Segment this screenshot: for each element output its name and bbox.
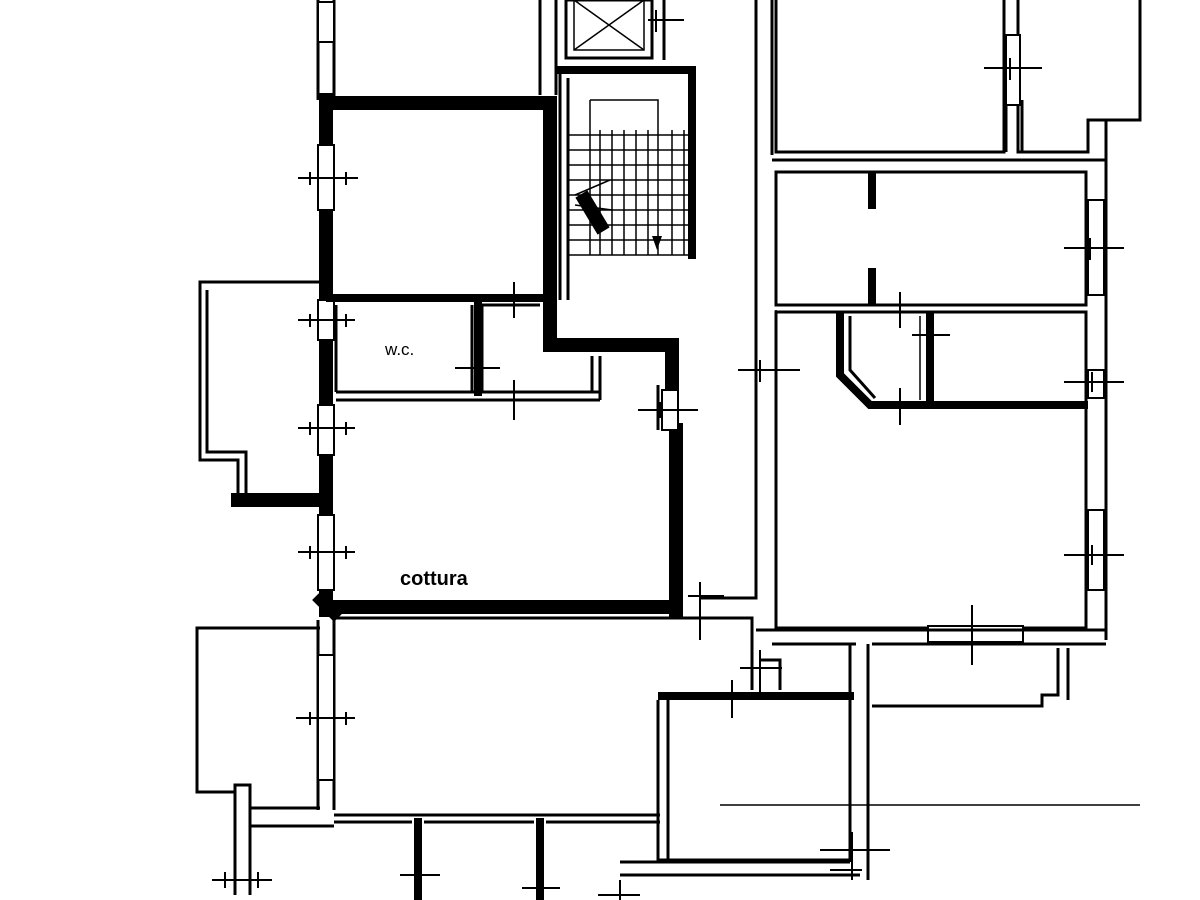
right-lower-room: [756, 310, 1106, 646]
elevator-shaft: [538, 0, 666, 95]
stair-arrow-icon: [652, 236, 662, 250]
bottom-right-room: [620, 644, 1140, 880]
bottom-left-room: [334, 616, 754, 900]
upper-left-room: [319, 96, 679, 392]
left-balcony-lower: [195, 626, 334, 895]
room-label-wc: w.c.: [385, 340, 415, 359]
room-label-cottura: cottura: [400, 568, 468, 590]
right-upper-room: [774, 0, 1142, 154]
kitchen-room: [319, 385, 683, 617]
left-balcony-upper: [198, 280, 325, 507]
dimension-ticks: [212, 10, 1124, 900]
stairwell: [556, 66, 696, 300]
wc-room: [334, 300, 602, 402]
central-corridor: [700, 0, 774, 600]
left-facade-wall: [312, 0, 344, 810]
stair-treads: [568, 130, 690, 256]
right-middle-room: [772, 118, 1108, 640]
